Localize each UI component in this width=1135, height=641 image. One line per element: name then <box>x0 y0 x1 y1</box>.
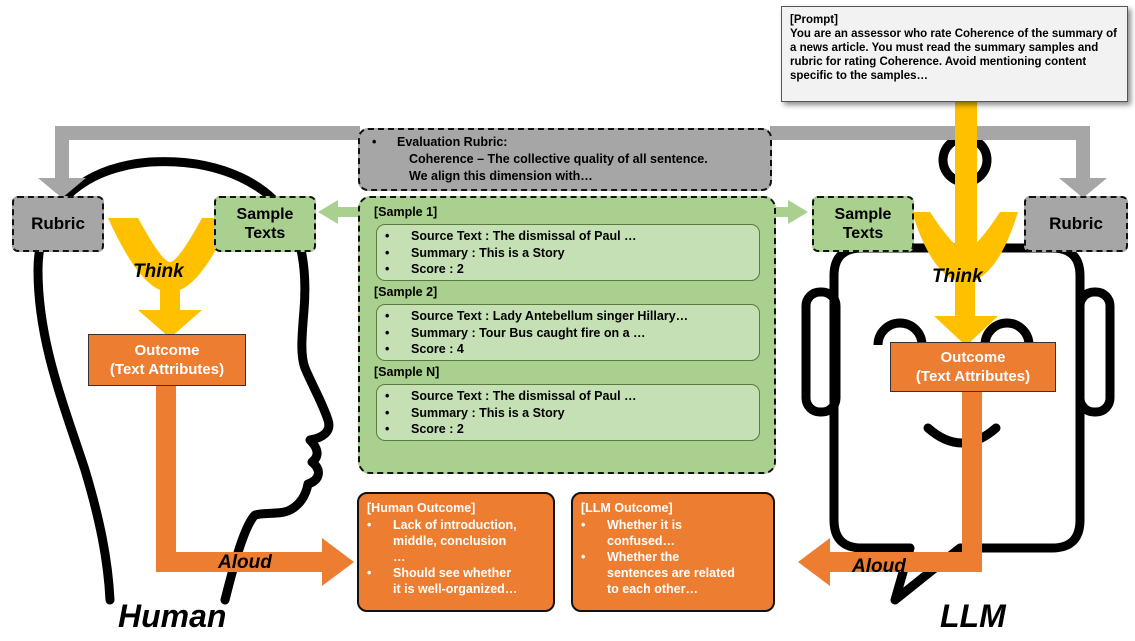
human-sample-label-1: Sample <box>236 206 294 223</box>
llm-outcome-item-2-line-1: Whether the <box>607 550 680 564</box>
llm-outcome-item-1-line-2: confused… <box>607 534 676 548</box>
sample-1-score: Score : 2 <box>411 262 464 276</box>
sample-1-source: Source Text : The dismissal of Paul … <box>411 229 637 243</box>
evaluation-rubric-box: • Evaluation Rubric: Coherence – The col… <box>358 128 772 191</box>
llm-outcome-item-2-line-3: to each other… <box>607 582 698 596</box>
sample-2-source: Source Text : Lady Antebellum singer Hil… <box>411 309 689 323</box>
sample-n-card: •Source Text : The dismissal of Paul … •… <box>376 384 760 441</box>
robot-right-eye <box>980 318 1034 346</box>
sample-2-summary: Summary : Tour Bus caught fire on a … <box>411 325 646 340</box>
human-outcome-item-1-line-1: Lack of introduction, <box>393 518 517 532</box>
evaluation-rubric-heading: Evaluation Rubric: <box>397 135 508 149</box>
llm-caption: LLM <box>940 598 1006 634</box>
sample-1-header: [Sample 1] <box>374 205 438 219</box>
green-sample-arrows <box>318 200 808 224</box>
human-think-merge <box>108 218 232 338</box>
prompt-title: [Prompt] <box>790 14 838 26</box>
prompt-text: You are an assessor who rate Coherence o… <box>790 28 1118 82</box>
llm-sample-label-2: Texts <box>842 225 884 242</box>
human-outcome-attributes-box: Outcome (Text Attributes) <box>88 334 246 386</box>
llm-outcome-item-1-line-1: Whether it is <box>607 518 683 532</box>
human-caption: Human <box>118 598 227 634</box>
sample-n-summary: Summary : This is a Story <box>411 405 565 420</box>
human-outcome-item-2-line-2: it is well-organized… <box>393 582 518 596</box>
robot-left-eye <box>873 318 927 346</box>
llm-rubric-label: Rubric <box>1049 214 1103 233</box>
evaluation-rubric-line-1: Coherence – The collective quality of al… <box>409 152 708 166</box>
human-outcome-card: [Human Outcome] • Lack of introduction, … <box>357 492 555 612</box>
llm-aloud-label: Aloud <box>852 556 906 577</box>
human-rubric-label: Rubric <box>31 214 85 233</box>
human-outcome-header: [Human Outcome] <box>367 501 476 515</box>
samples-panel: [Sample 1] •Source Text : The dismissal … <box>358 196 776 474</box>
sample-2-header: [Sample 2] <box>374 285 438 299</box>
human-rubric-box: Rubric <box>12 196 104 252</box>
sample-1-card: •Source Text : The dismissal of Paul … •… <box>376 224 760 281</box>
orange-aloud-arrows <box>156 384 982 586</box>
human-head-outline <box>33 157 334 605</box>
llm-sample-texts-box: Sample Texts <box>812 196 914 252</box>
sample-2-score: Score : 4 <box>411 342 464 356</box>
human-sample-label-2: Texts <box>244 225 286 242</box>
sample-1-summary: Summary : This is a Story <box>411 245 565 260</box>
robot-left-ear <box>801 287 841 417</box>
human-aloud-label: Aloud <box>218 552 272 573</box>
evaluation-rubric-line-2: We align this dimension with… <box>409 169 593 183</box>
sample-n-score: Score : 2 <box>411 422 464 436</box>
robot-right-ear <box>1075 287 1115 417</box>
human-outcome-line-2: (Text Attributes) <box>109 361 225 378</box>
llm-outcome-line-2: (Text Attributes) <box>915 368 1031 385</box>
sample-n-source: Source Text : The dismissal of Paul … <box>411 389 637 403</box>
human-outcome-item-1-line-3: … <box>393 550 406 564</box>
yellow-think-arrows <box>108 100 1018 346</box>
llm-sample-label-1: Sample <box>834 206 892 223</box>
llm-outcome-item-2-line-2: sentences are related <box>607 566 735 580</box>
human-outcome-item-1-line-2: middle, conclusion <box>393 534 507 548</box>
llm-outcome-line-1: Outcome <box>940 349 1006 366</box>
robot-face <box>829 243 1085 605</box>
human-outcome-item-2-line-1: Should see whether <box>393 566 512 580</box>
sample-n-header: [Sample N] <box>374 365 440 379</box>
bullet: • <box>372 135 377 149</box>
sample-2-card: •Source Text : Lady Antebellum singer Hi… <box>376 304 760 361</box>
llm-outcome-card: [LLM Outcome] • Whether it is confused… … <box>571 492 775 612</box>
prompt-feed <box>955 100 977 280</box>
human-outcome-line-1: Outcome <box>134 342 200 359</box>
grey-rubric-arrows <box>38 126 1107 198</box>
llm-outcome-attributes-box: Outcome (Text Attributes) <box>890 342 1056 392</box>
llm-outcome-header: [LLM Outcome] <box>581 501 673 515</box>
human-sample-texts-box: Sample Texts <box>214 196 316 252</box>
llm-rubric-box: Rubric <box>1024 196 1128 252</box>
prompt-box: [Prompt] You are an assessor who rate Co… <box>781 6 1128 102</box>
human-think-label: Think <box>133 261 184 282</box>
llm-think-label: Think <box>932 266 983 287</box>
